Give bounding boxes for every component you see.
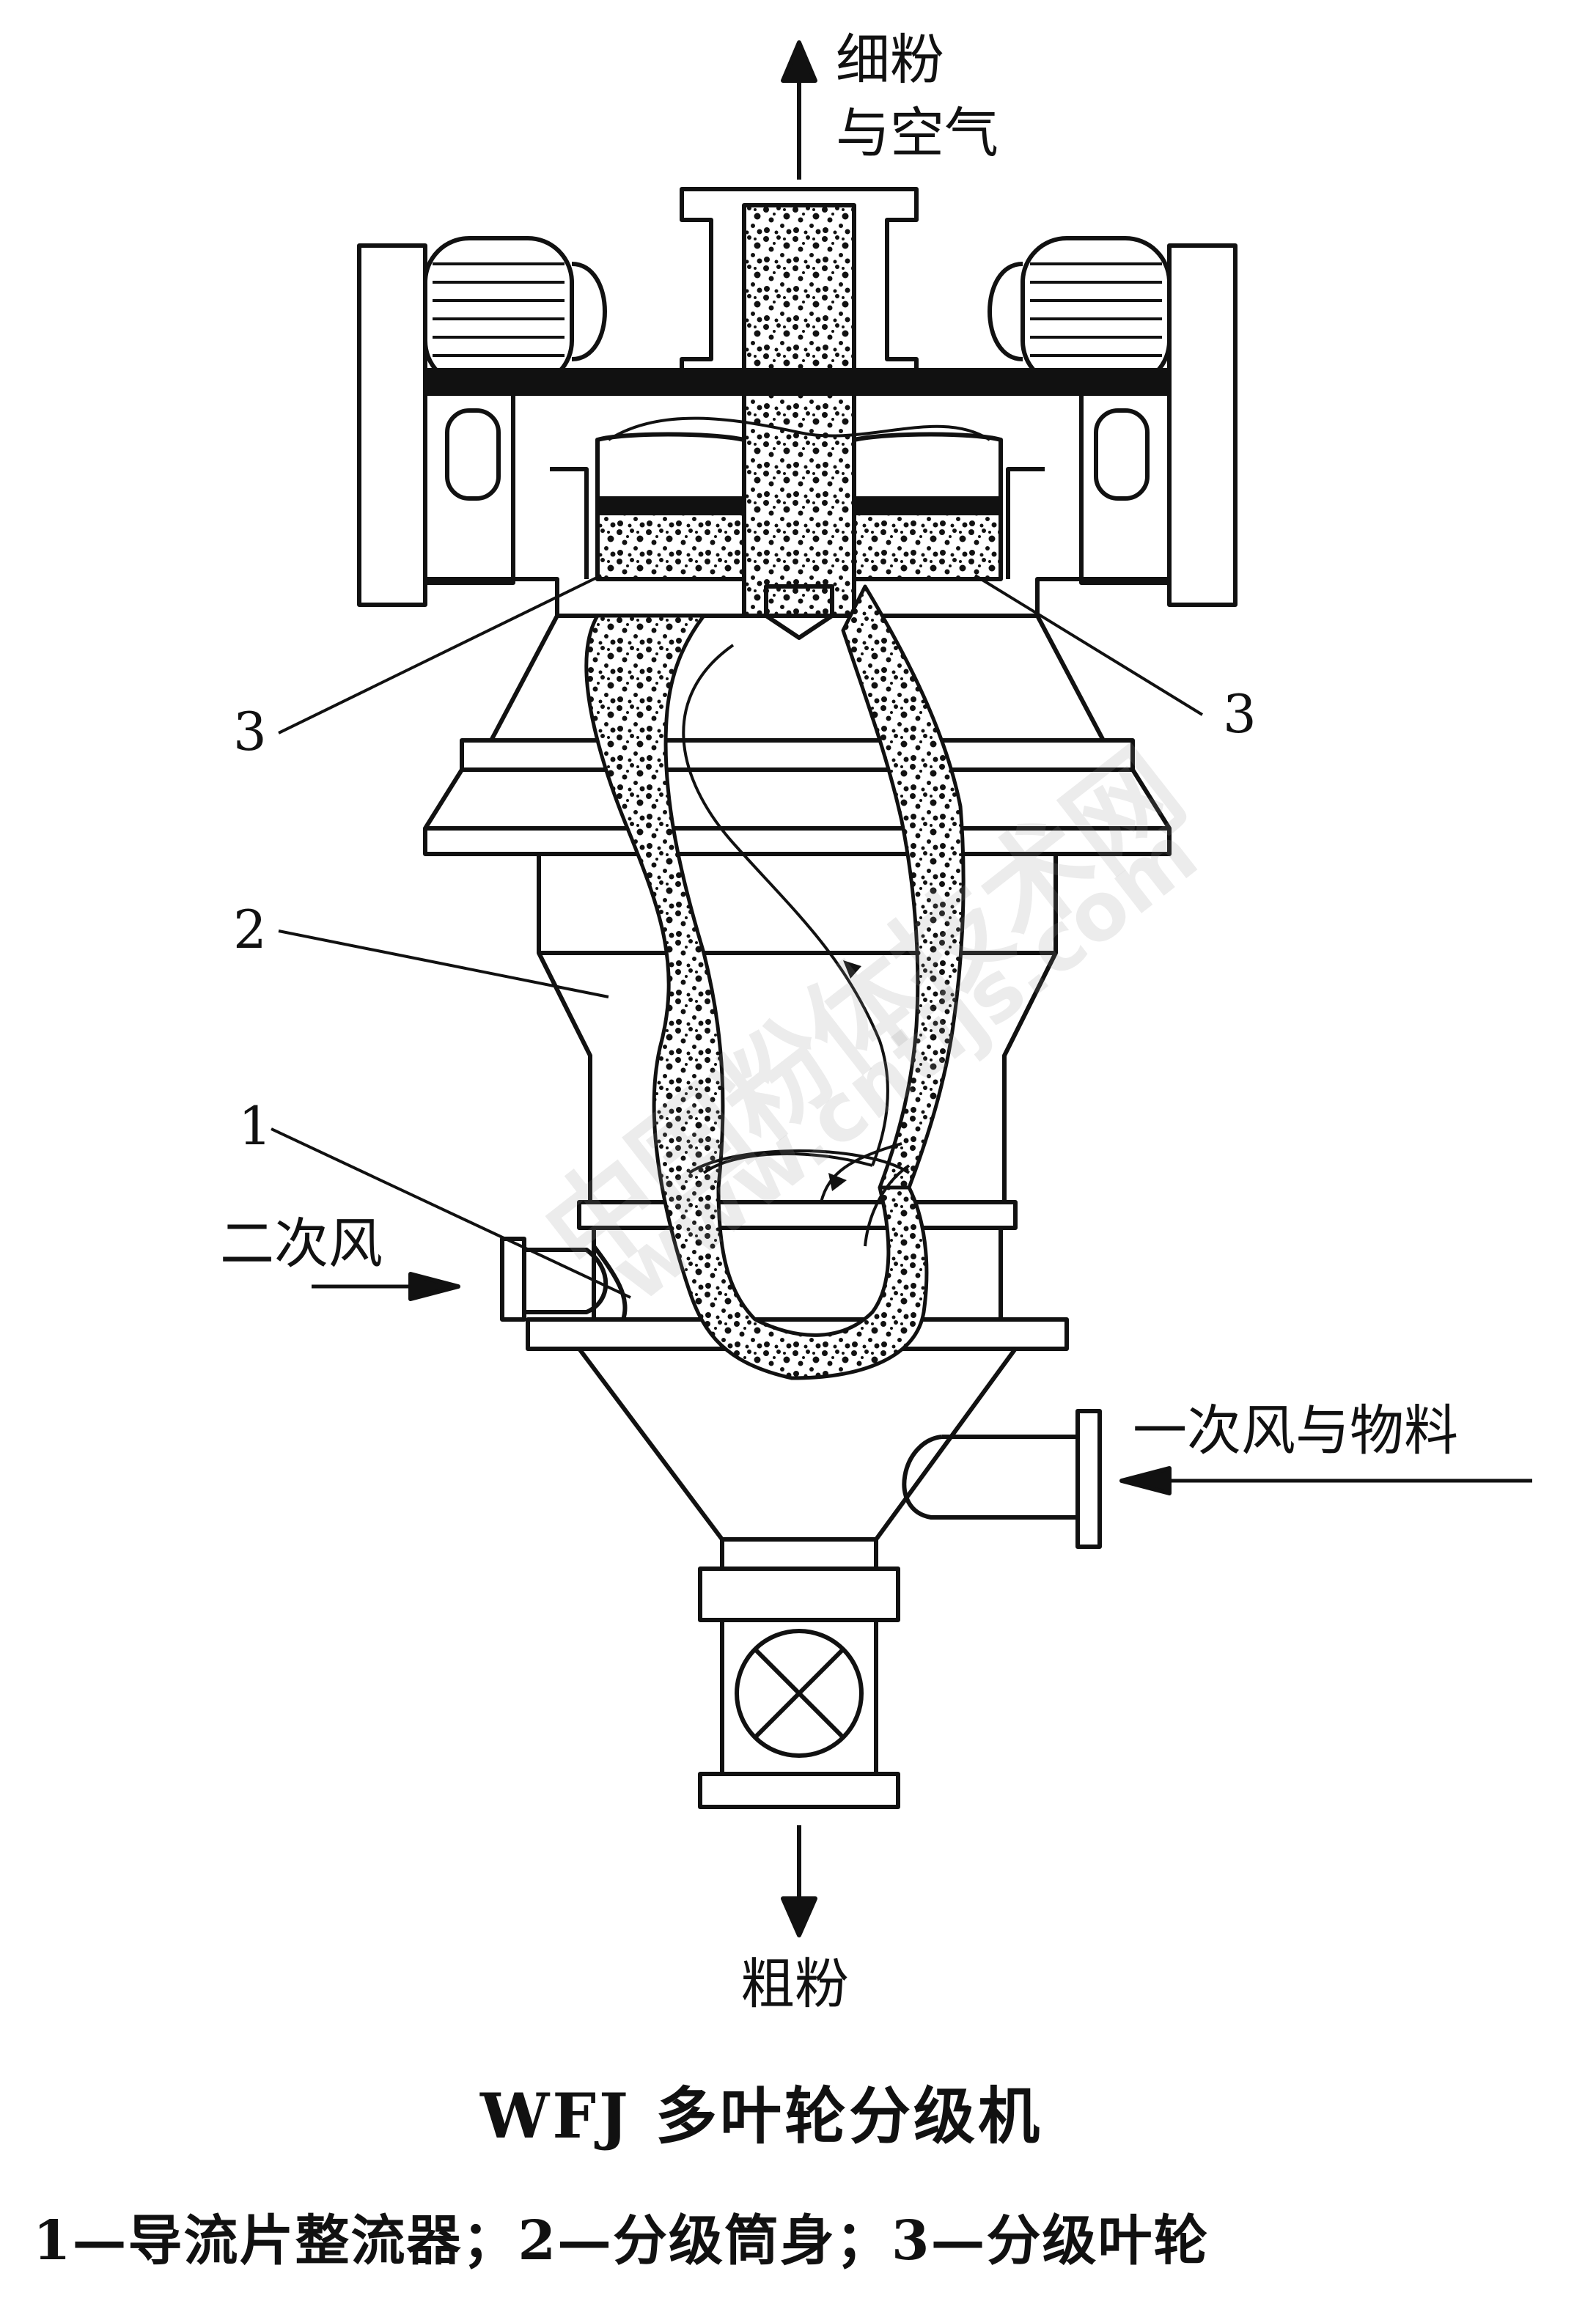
top-housing [423, 368, 1172, 618]
primary-air-inlet [902, 1409, 1102, 1549]
rotor-hub [764, 584, 834, 640]
primary-air-arrow [1119, 1466, 1532, 1495]
label-fine-powder-air: 与空气 [836, 102, 999, 165]
flow-lines [682, 644, 911, 1247]
lower-cone [577, 1347, 1018, 1541]
top-outlet-pipe [680, 187, 919, 618]
label-fine-powder: 细粉 [836, 29, 944, 92]
secondary-air-arrow [312, 1272, 460, 1301]
right-motor [988, 236, 1238, 607]
figure-caption: 1—导流片整流器；2—分级筒身；3—分级叶轮 [33, 2209, 1210, 2272]
classifier-rotor-left [595, 432, 746, 581]
callout-1: 1 [238, 1095, 272, 1157]
fine-outlet-arrow [781, 40, 817, 180]
flow-arrow-2 [828, 1173, 847, 1191]
flow-arrow-1 [843, 960, 861, 979]
callout-2: 2 [233, 899, 267, 960]
particle-stream [584, 584, 966, 1380]
upper-flange [423, 738, 1172, 856]
callout-3-left: 3 [233, 701, 267, 762]
figure-title: WFJ 多叶轮分级机 [480, 2080, 1042, 2152]
discharge-valve [698, 1537, 900, 1809]
label-coarse-powder: 粗粉 [740, 1953, 849, 2016]
left-motor [357, 236, 607, 607]
label-secondary-air: 二次风 [220, 1212, 383, 1275]
leader-lines [271, 574, 1204, 1299]
callout-3-right: 3 [1223, 683, 1257, 745]
coarse-outlet-arrow [781, 1825, 817, 1937]
label-primary-air-material: 一次风与物料 [1133, 1399, 1458, 1462]
secondary-air-inlet [500, 1237, 608, 1322]
classifier-rotor-right [852, 432, 1003, 581]
